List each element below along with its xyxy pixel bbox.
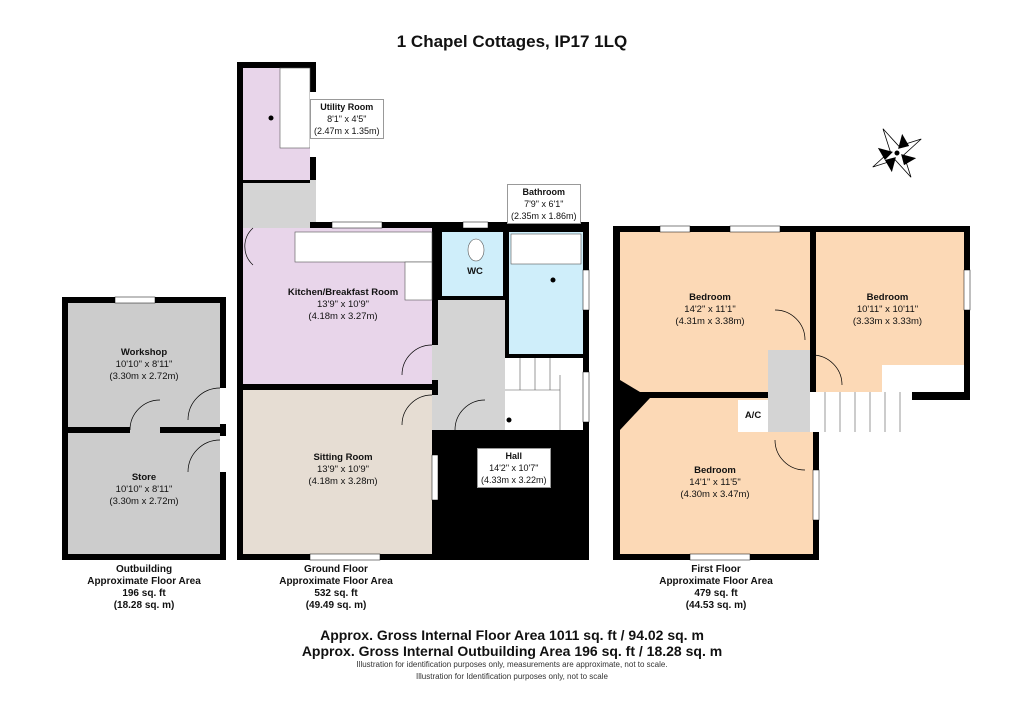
bedroom-1-imperial: 14'2" x 11'1" [684,304,736,315]
disclaimer-2: Illustration for Identification purposes… [416,672,608,681]
page-title: 1 Chapel Cottages, IP17 1LQ [396,32,628,51]
store-metric: (3.30m x 2.72m) [109,496,179,507]
sitting-name: Sitting Room [313,452,373,463]
ground-floor-plan [237,62,590,561]
bedroom-3-imperial: 14'1" x 11'5" [689,477,741,488]
gross-internal-area: Approx. Gross Internal Floor Area 1011 s… [320,627,704,643]
first-floor-sqft: 479 sq. ft [694,588,738,599]
sitting-metric: (4.18m x 3.28m) [308,476,378,487]
workshop-name: Workshop [120,347,168,358]
staircase [505,358,583,430]
compass-rose-icon [872,128,922,178]
workshop-metric: (3.30m x 2.72m) [109,371,179,382]
ground-floor-sqm: (49.49 sq. m) [305,600,367,611]
bedroom-3-metric: (4.30m x 3.47m) [680,489,750,500]
outbuilding-area-label: Approximate Floor Area [87,576,201,587]
ground-floor-sqft: 532 sq. ft [314,588,358,599]
ground-floor-name: Ground Floor [304,564,368,575]
utility-metric: (2.47m x 1.35m) [314,126,380,136]
sitting-imperial: 13'9" x 10'9" [316,464,370,475]
bedroom-1-name: Bedroom [689,292,731,303]
first-floor-area-label: Approximate Floor Area [659,576,773,587]
bedroom-2-name: Bedroom [866,292,909,303]
disclaimer-1: Illustration for identification purposes… [356,660,668,669]
kitchen-name: Kitchen/Breakfast Room [287,287,399,298]
outbuilding-plan [62,296,226,560]
gross-outbuilding-area: Approx. Gross Internal Outbuilding Area … [301,643,723,659]
kitchen-metric: (4.18m x 3.27m) [308,311,378,322]
hall-name: Hall [505,451,523,461]
sitting-room [243,390,432,554]
bedroom-1-metric: (4.31m x 3.38m) [675,316,745,327]
ground-floor-area-label: Approximate Floor Area [279,576,393,587]
store-room [68,433,220,554]
bedroom-3-name: Bedroom [694,465,736,476]
wc-name: WC [467,266,483,277]
outbuilding-sqm: (18.28 sq. m) [113,600,175,611]
kitchen-imperial: 13'9" x 10'9" [316,299,370,310]
ac-name: A/C [744,410,762,421]
outbuilding-sqft: 196 sq. ft [122,588,166,599]
bedroom-2-imperial: 10'11" x 10'11" [856,304,919,315]
first-floor-stairs [810,392,912,432]
first-floor-plan [613,225,971,561]
utility-imperial: 8'1" x 4'5" [327,114,367,124]
outbuilding-floor-name: Outbuilding [115,564,173,575]
bathroom-name: Bathroom [522,187,566,197]
bathroom-imperial: 7'9" x 6'1" [524,199,564,209]
utility-lobby [243,183,310,228]
bedroom-2-metric: (3.33m x 3.33m) [852,316,923,327]
utility-name: Utility Room [320,102,374,112]
bathroom-metric: (2.35m x 1.86m) [511,211,577,221]
first-floor-sqm: (44.53 sq. m) [685,600,747,611]
workshop-imperial: 10'10" x 8'11" [115,359,173,370]
landing [768,350,810,432]
hall-metric: (4.33m x 3.22m) [481,475,547,485]
hall-area [438,300,505,430]
store-imperial: 10'10" x 8'11" [115,484,173,495]
workshop-room [68,303,220,427]
first-floor-name: First Floor [691,564,741,575]
ac-cupboard [738,400,768,432]
store-name: Store [131,472,157,483]
hall-imperial: 14'2" x 10'7" [489,463,539,473]
